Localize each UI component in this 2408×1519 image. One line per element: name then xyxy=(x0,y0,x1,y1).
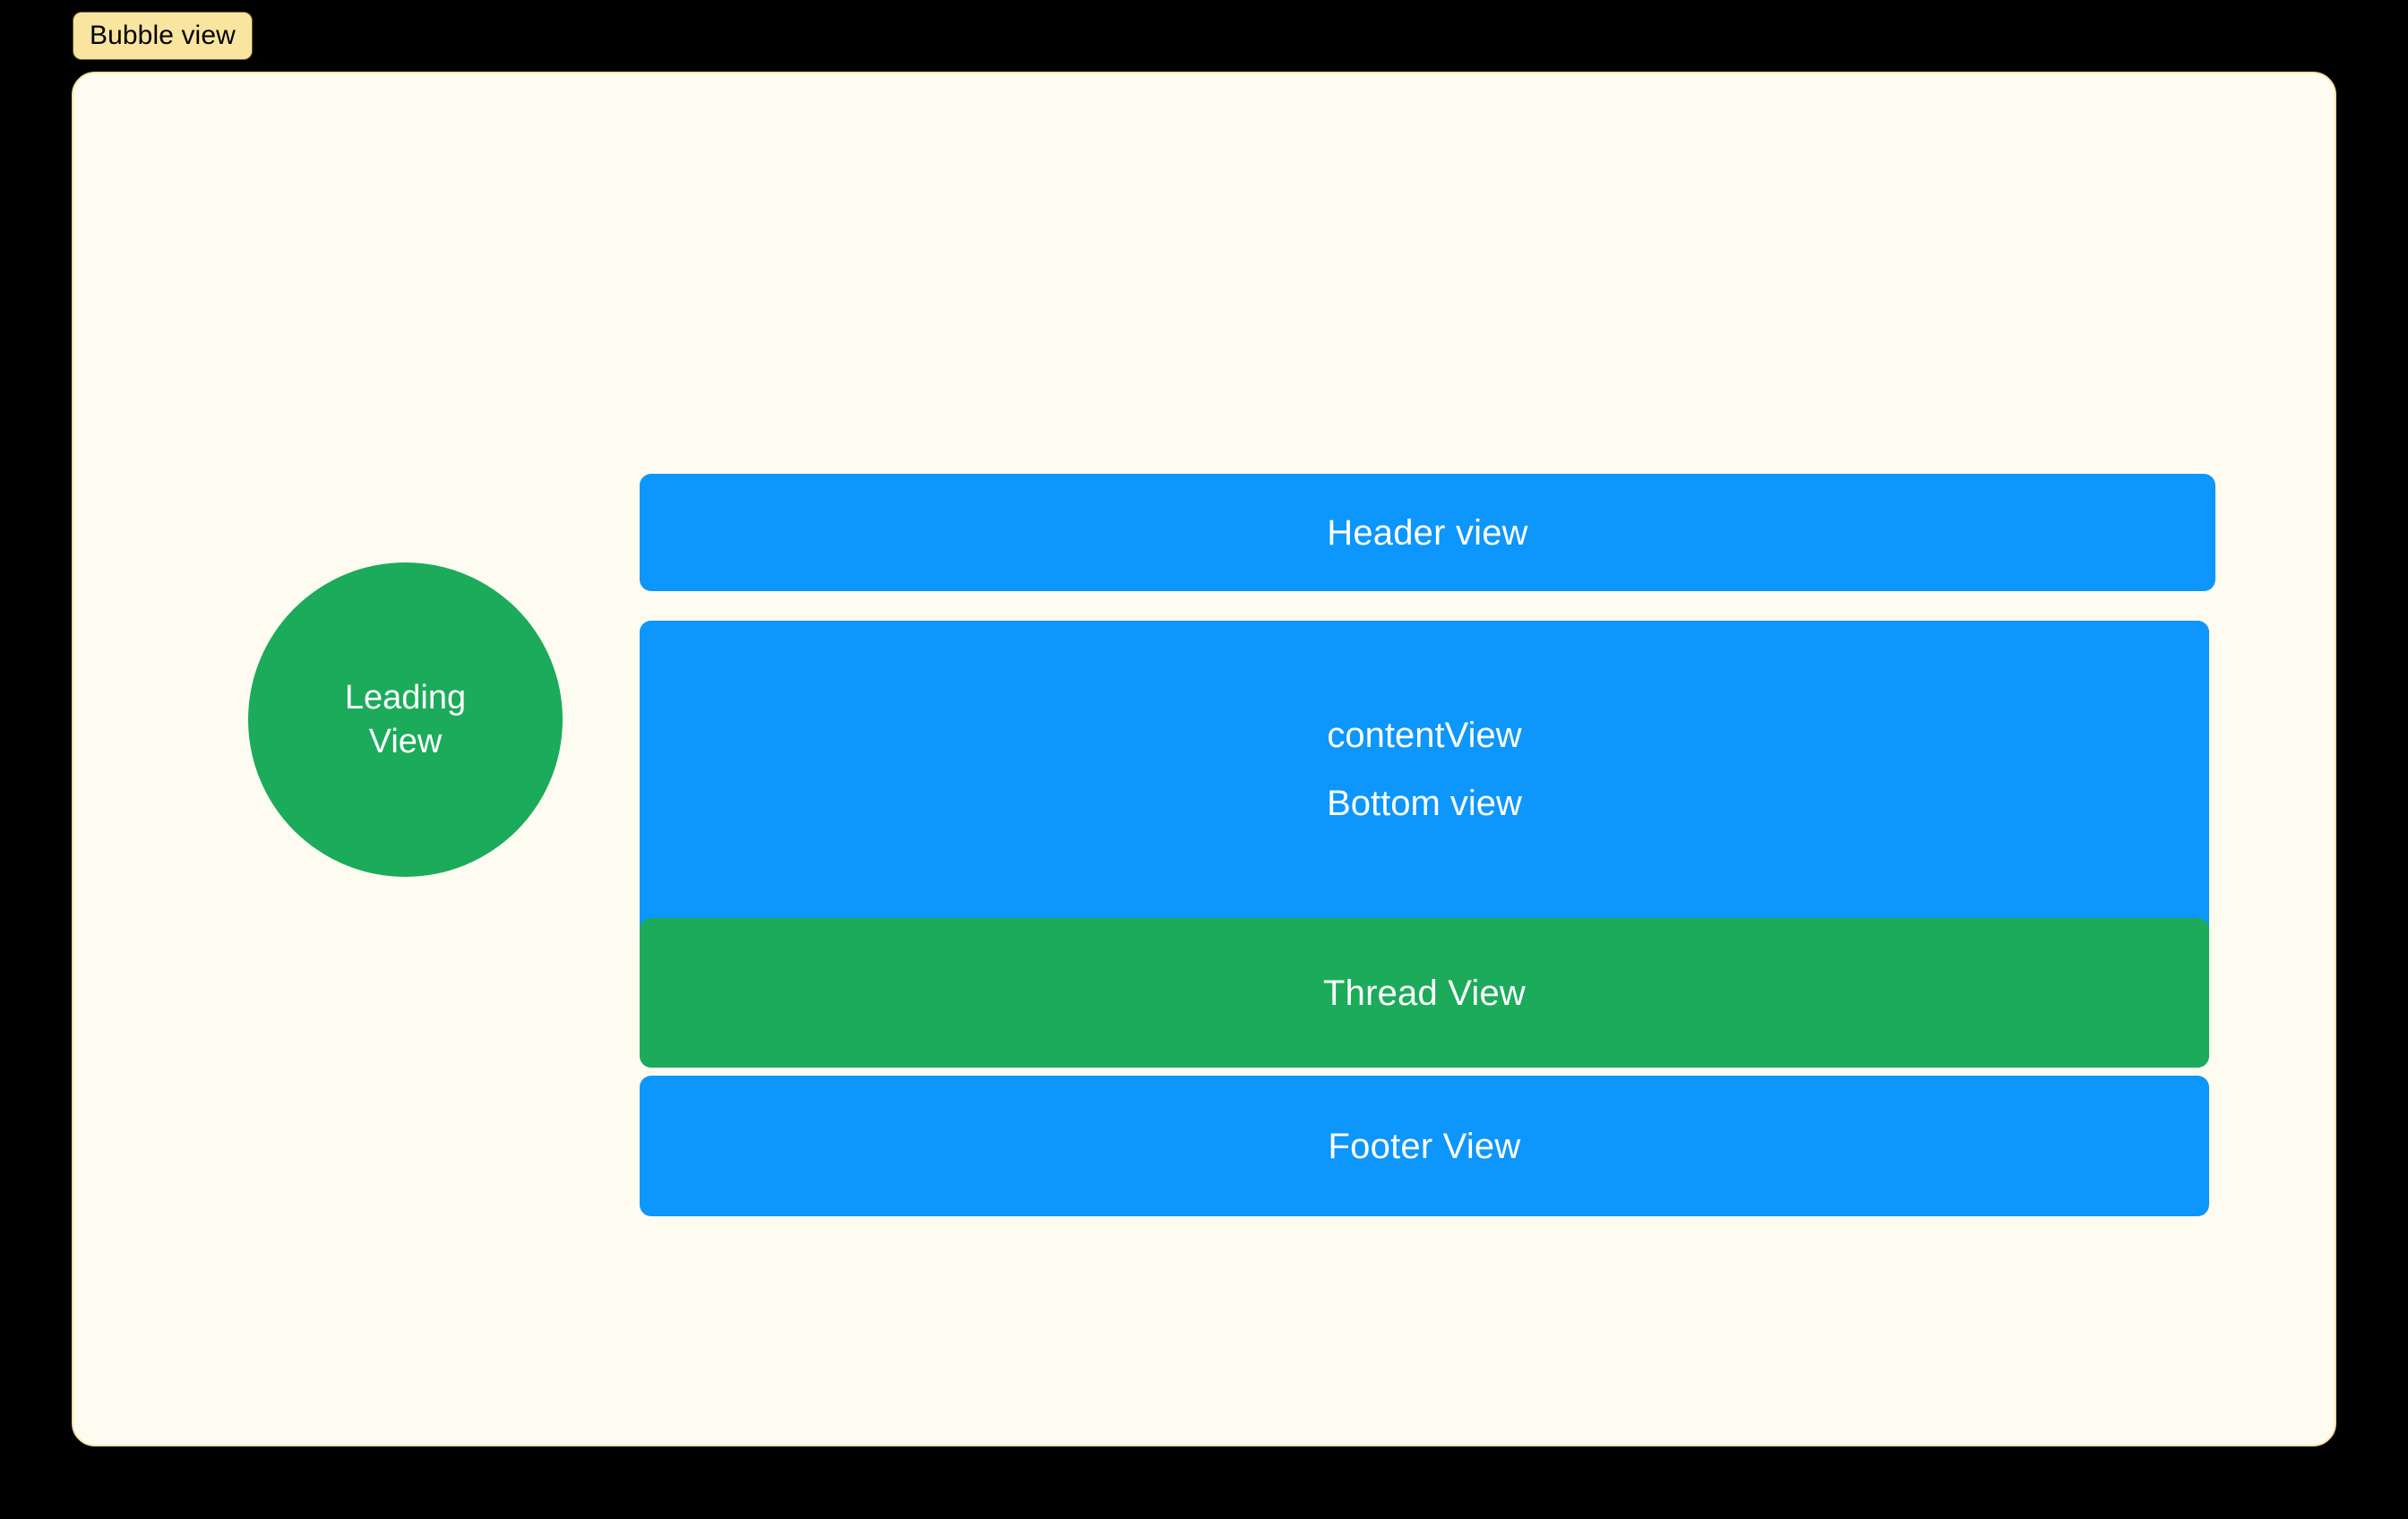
bubble-view-badge[interactable]: Bubble view xyxy=(73,13,252,59)
leading-view-circle[interactable]: Leading View xyxy=(248,562,563,877)
stack-spacer xyxy=(640,591,2209,621)
thread-view-bar[interactable]: Thread View xyxy=(640,918,2209,1068)
view-stack: Header view contentView Bottom view Thre… xyxy=(640,474,2215,1216)
bottom-view-label: Bottom view xyxy=(1327,784,1522,823)
bubble-view-badge-label: Bubble view xyxy=(90,21,236,50)
stack-spacer-small xyxy=(640,1068,2209,1076)
content-thread-group: contentView Bottom view Thread View xyxy=(640,621,2209,1068)
content-view-label: contentView xyxy=(1327,716,1522,755)
thread-view-label: Thread View xyxy=(1322,973,1526,1013)
header-view-label: Header view xyxy=(1327,512,1528,553)
footer-view-bar[interactable]: Footer View xyxy=(640,1076,2209,1216)
leading-view-label-line1: Leading xyxy=(344,678,467,717)
bubble-view-card: Leading View Header view contentView Bot… xyxy=(72,72,2336,1446)
header-view-bar[interactable]: Header view xyxy=(640,474,2215,591)
footer-view-label: Footer View xyxy=(1328,1126,1521,1166)
content-view-bar[interactable]: contentView Bottom view xyxy=(640,621,2209,918)
leading-view-label-line2: View xyxy=(368,722,443,760)
